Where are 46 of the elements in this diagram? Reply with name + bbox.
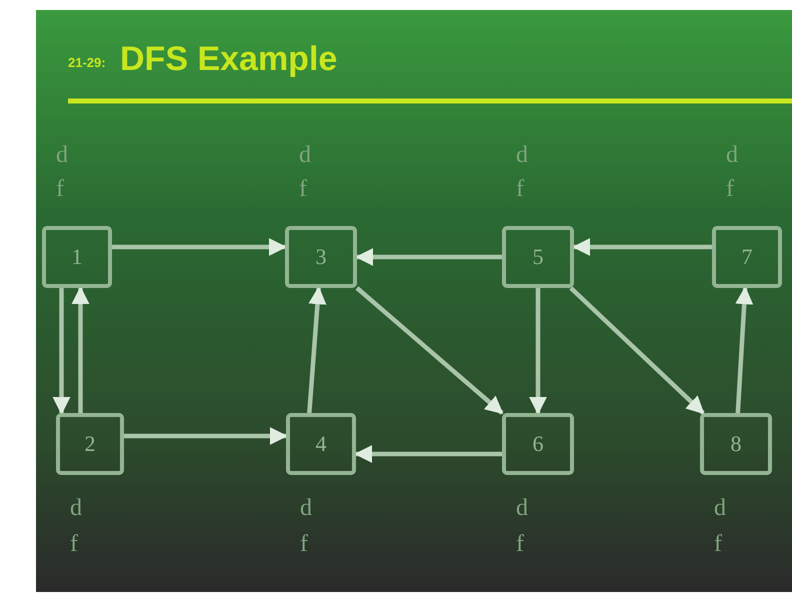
finish-time-label: f [516, 176, 524, 203]
vertex-number: 6 [532, 431, 544, 457]
discovery-time-label: d [516, 142, 528, 169]
arrow [569, 286, 705, 415]
vertex-box [285, 226, 357, 288]
arrow [572, 238, 712, 256]
vertex-box [502, 413, 574, 475]
slide-number: 21-29: [68, 55, 106, 70]
finish-time-label: f [70, 531, 78, 558]
vertex-number: 3 [316, 244, 326, 270]
vertex-number: 4 [316, 431, 326, 457]
vertex-number: 5 [532, 244, 544, 270]
vertex-box [502, 226, 574, 288]
arrow [112, 238, 287, 256]
discovery-time-label: d [70, 495, 82, 522]
discovery-time-label: d [714, 495, 726, 522]
arrow [124, 427, 288, 445]
finish-time-label: f [714, 531, 722, 558]
discovery-time-label: d [300, 495, 312, 522]
finish-time-label: f [300, 531, 308, 558]
slide-title: DFS Example [120, 40, 338, 79]
vertex-box [700, 413, 772, 475]
discovery-time-label: d [299, 142, 311, 169]
vertex-number: 8 [730, 431, 742, 457]
discovery-time-label: d [56, 142, 68, 169]
arrow [529, 288, 547, 415]
discovery-time-label: d [516, 495, 528, 522]
vertex-box [712, 226, 782, 288]
finish-time-label: f [56, 176, 64, 203]
vertex-number: 7 [742, 244, 752, 270]
arrow [354, 445, 502, 463]
finish-time-label: f [726, 176, 734, 203]
vertex-box [286, 413, 356, 475]
arrow [735, 286, 754, 414]
discovery-time-label: d [726, 142, 738, 169]
arrow [356, 286, 504, 415]
vertex-box [42, 226, 112, 288]
vertex-number: 1 [72, 244, 82, 270]
arrow [52, 288, 70, 415]
arrow [355, 248, 502, 266]
vertex-box [56, 413, 124, 475]
arrow [307, 286, 326, 414]
finish-time-label: f [299, 176, 307, 203]
arrow [72, 286, 90, 413]
vertex-number: 2 [84, 431, 96, 457]
finish-time-label: f [516, 531, 524, 558]
